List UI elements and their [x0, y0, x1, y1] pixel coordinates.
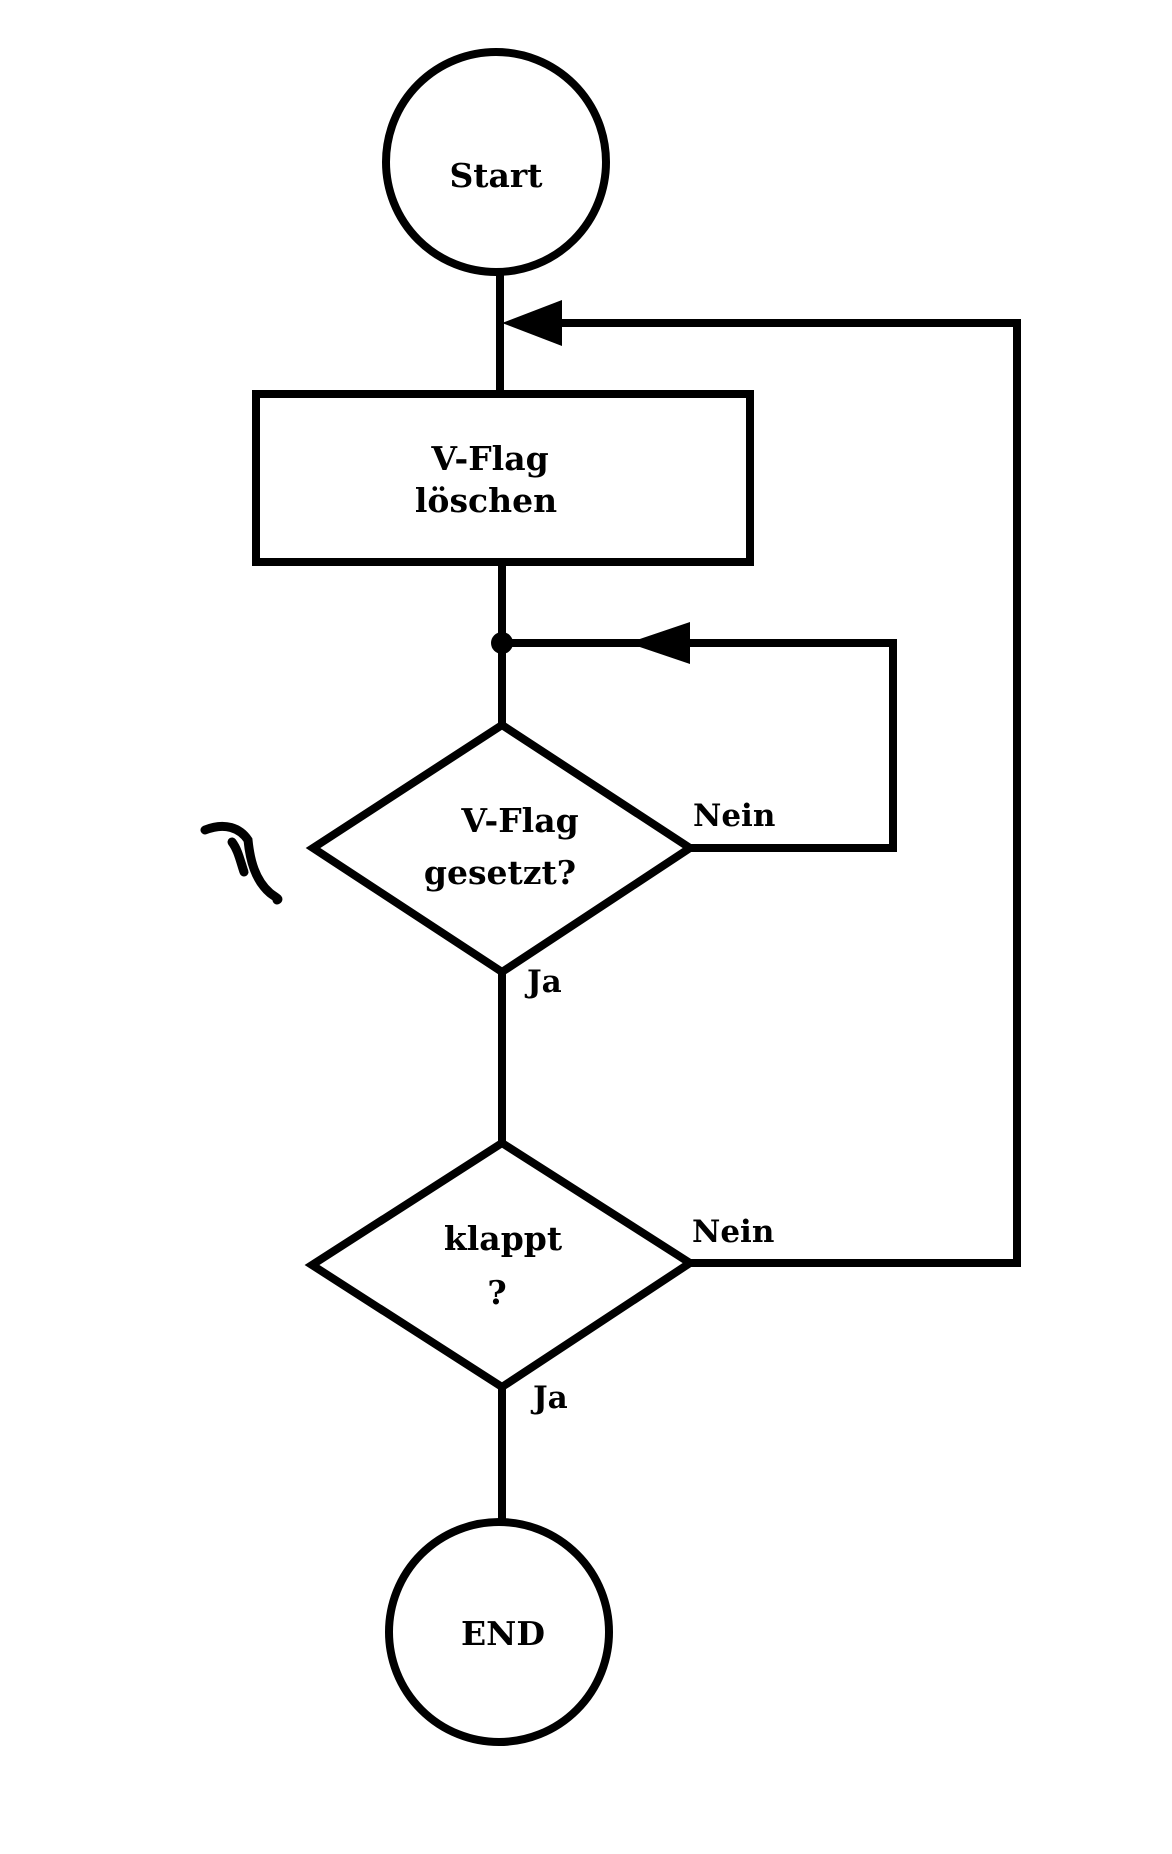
vflag-set-line-2: gesetzt?	[424, 853, 576, 892]
works-line-1: klappt	[444, 1219, 563, 1258]
clear-vflag-line-2: löschen	[415, 481, 557, 520]
end-circle	[385, 1518, 613, 1746]
arrowhead-outer-loop-icon	[502, 300, 562, 346]
works-no-label: Nein	[692, 1214, 774, 1250]
clear-vflag-box	[252, 390, 754, 566]
clear-vflag-node: V-Flag löschen	[252, 390, 754, 566]
loop-vflag-no-connector	[656, 639, 897, 852]
works-diamond	[304, 1138, 698, 1392]
arrowhead-inner-loop-icon	[628, 622, 690, 664]
end-node: END	[385, 1518, 613, 1746]
end-label: END	[461, 1614, 545, 1653]
vflag-set-yes-label: Ja	[524, 964, 562, 1000]
vflag-set-diamond	[305, 720, 698, 977]
vflag-set-line-1: V-Flag	[460, 801, 578, 840]
clear-vflag-line-1: V-Flag	[430, 439, 548, 478]
squiggle-mark-stroke-icon	[227, 837, 249, 877]
start-label: Start	[449, 156, 543, 195]
works-yes-label: Ja	[530, 1380, 568, 1416]
works-decision: klappt ?	[304, 1138, 698, 1392]
vflag-set-no-label: Nein	[693, 798, 775, 834]
vflag-set-decision: V-Flag gesetzt?	[305, 720, 698, 977]
start-node: Start	[382, 48, 610, 276]
squiggle-mark-icon	[200, 821, 283, 905]
works-line-2: ?	[487, 1273, 506, 1312]
loop-works-no-connector	[536, 319, 1021, 1267]
